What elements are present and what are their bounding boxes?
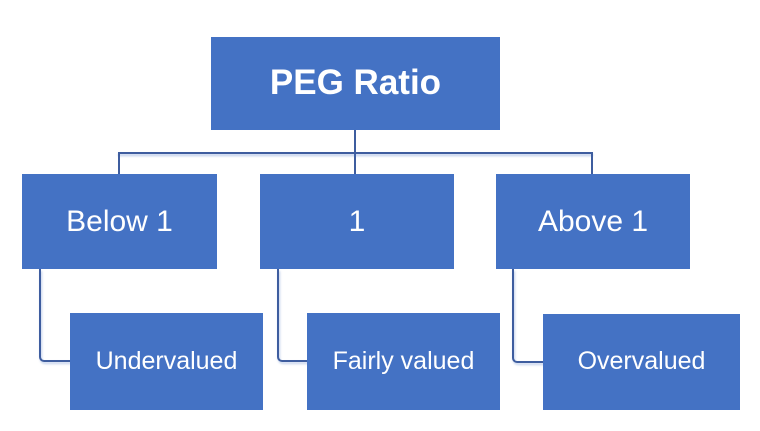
node-below-1: Below 1 (22, 174, 217, 269)
connector-above-1-to-overvalued (512, 269, 545, 363)
node-undervalued: Undervalued (70, 313, 263, 410)
node-1: 1 (260, 174, 454, 269)
connector-1-to-fairly-valued (277, 269, 309, 362)
connector-crossbar (118, 152, 593, 154)
node-fairly-valued: Fairly valued (307, 313, 500, 410)
connector-drop-above-1 (591, 152, 593, 174)
node-overvalued: Overvalued (543, 314, 740, 410)
connector-drop-below-1 (118, 152, 120, 174)
connector-below-1-to-undervalued (39, 269, 72, 362)
node-above-1: Above 1 (496, 174, 690, 269)
node-peg-ratio: PEG Ratio (211, 37, 500, 130)
